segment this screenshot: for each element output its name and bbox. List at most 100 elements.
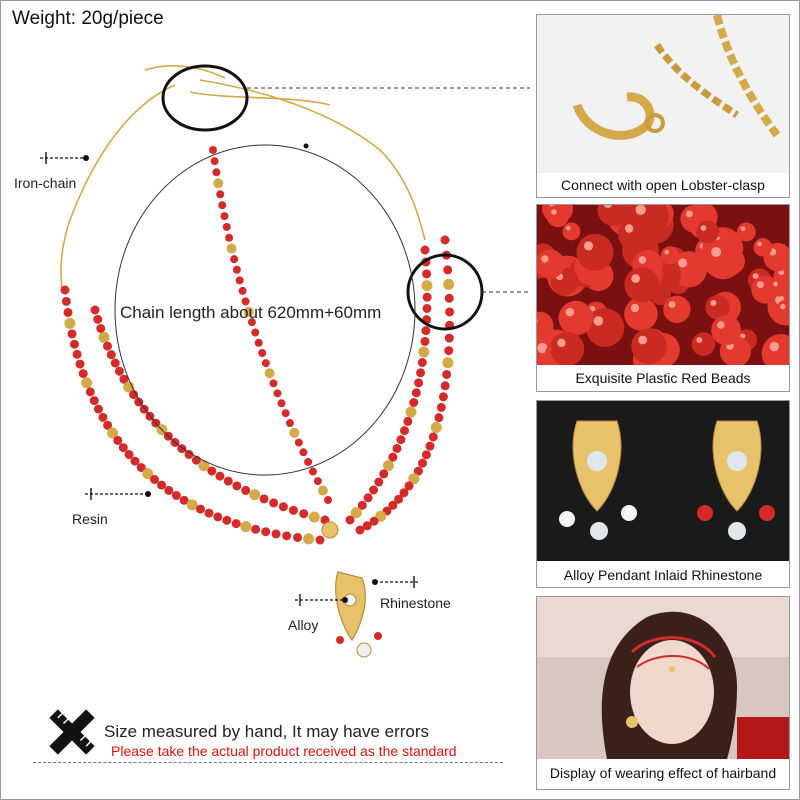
bead	[98, 331, 110, 343]
bead	[231, 519, 241, 529]
bead	[624, 267, 660, 303]
rhinestone-label: Rhinestone	[380, 595, 451, 611]
bead	[409, 398, 419, 407]
bead	[736, 222, 756, 242]
bead-highlight	[583, 241, 594, 251]
bead	[103, 420, 113, 430]
bead	[324, 496, 332, 504]
bead	[179, 495, 189, 505]
note-measure: Size measured by hand, It may have error…	[104, 722, 430, 741]
bead	[388, 500, 398, 510]
bead	[157, 480, 167, 490]
bead	[69, 339, 79, 349]
bead	[362, 521, 372, 531]
bead	[442, 369, 452, 379]
panel-caption: Alloy Pendant Inlaid Rhinestone	[563, 567, 763, 583]
panel-wearing-display: Display of wearing effect of hairband	[536, 596, 790, 790]
bead	[413, 466, 423, 476]
bead	[238, 286, 247, 295]
bead	[382, 460, 394, 472]
alloy-label: Alloy	[288, 617, 319, 633]
bead	[212, 168, 221, 177]
bead	[315, 535, 325, 545]
bead	[213, 512, 223, 522]
bead	[150, 474, 160, 484]
bead	[618, 217, 652, 252]
bead	[440, 235, 450, 245]
bead	[357, 500, 367, 510]
bead-highlight	[566, 225, 571, 231]
bead	[753, 238, 773, 257]
bead	[425, 441, 435, 451]
bead	[696, 220, 719, 244]
bead	[110, 358, 120, 368]
bead	[278, 502, 288, 512]
bead	[119, 374, 129, 384]
bead-highlight	[700, 225, 707, 231]
bead	[93, 404, 103, 414]
chain-length-label: Chain length about 620mm+60mm	[120, 303, 382, 322]
bead	[436, 402, 446, 412]
bead	[414, 378, 424, 388]
bead	[443, 278, 455, 290]
bead	[374, 477, 384, 487]
bead	[288, 505, 298, 515]
bead	[663, 295, 691, 324]
bead	[317, 485, 328, 496]
bead	[243, 306, 254, 317]
bead	[405, 406, 417, 418]
bead-highlight	[756, 281, 764, 289]
bead	[379, 469, 389, 479]
bead	[232, 265, 241, 274]
bead	[134, 397, 144, 407]
bead	[273, 389, 282, 398]
bead	[204, 508, 214, 518]
bead	[63, 307, 73, 317]
bead	[400, 426, 410, 436]
bead	[209, 146, 217, 154]
bead	[421, 326, 431, 336]
bead	[443, 265, 453, 275]
bead	[422, 292, 432, 302]
bead-highlight	[668, 301, 676, 309]
bead	[289, 427, 300, 438]
bead	[769, 277, 789, 297]
resin-label: Resin	[72, 511, 108, 527]
bead-highlight	[551, 209, 557, 215]
bead	[226, 243, 237, 254]
bead	[277, 399, 286, 408]
bead-highlight	[541, 255, 549, 263]
bead	[562, 222, 581, 241]
bead	[118, 443, 128, 453]
bead	[313, 477, 322, 486]
panel-lobster-clasp: Connect with open Lobster-clasp	[536, 14, 790, 198]
bead	[259, 494, 269, 504]
bead	[392, 443, 402, 453]
bead	[186, 499, 198, 511]
bead	[422, 269, 432, 279]
bead	[93, 314, 103, 324]
bead	[703, 238, 744, 280]
bead-highlight	[740, 226, 746, 232]
bead	[308, 467, 317, 476]
bead	[417, 358, 427, 367]
bead	[249, 489, 261, 501]
bead-highlight	[624, 224, 634, 233]
dashed-divider	[33, 762, 503, 763]
bead	[216, 190, 225, 199]
bead	[106, 350, 116, 360]
bead	[421, 450, 431, 460]
bead	[114, 366, 124, 376]
bead	[281, 409, 290, 418]
bead	[418, 458, 428, 468]
bead	[215, 471, 225, 481]
bead	[418, 346, 430, 358]
bead	[597, 205, 630, 226]
bead	[293, 532, 303, 542]
bead	[240, 521, 252, 533]
bead	[96, 323, 106, 333]
bead	[396, 435, 406, 445]
bead	[304, 457, 313, 466]
bead-highlight	[696, 337, 703, 343]
bead	[388, 452, 398, 462]
